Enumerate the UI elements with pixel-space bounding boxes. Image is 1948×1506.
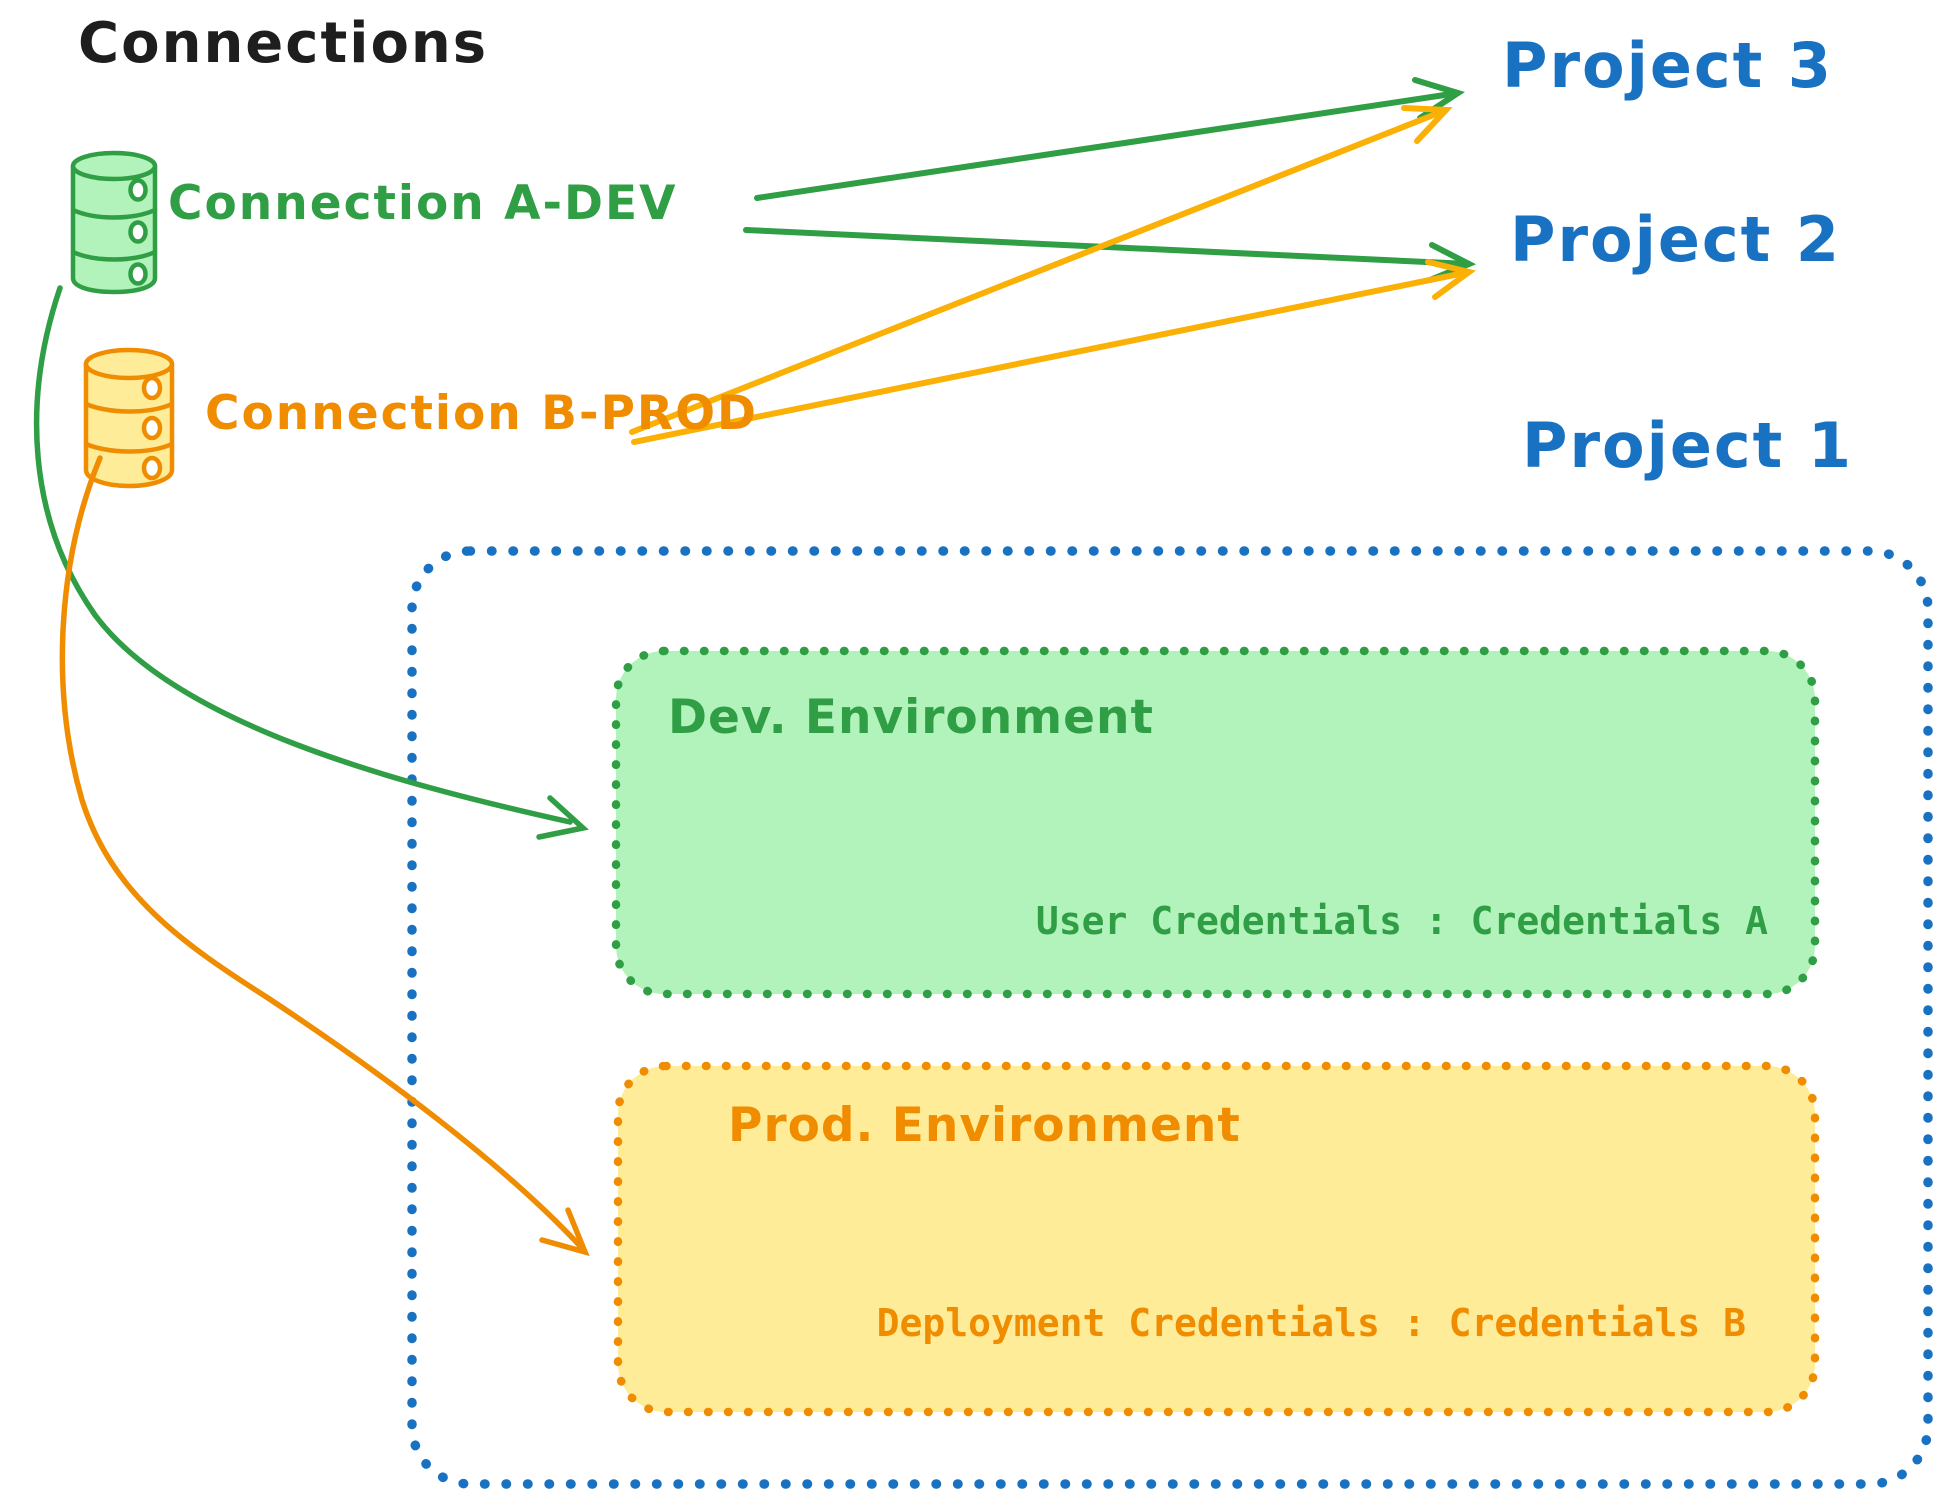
database-prod-icon bbox=[83, 347, 175, 489]
connection-b-prod-label: Connection B-PROD bbox=[205, 386, 759, 441]
arrow-bprod-prodenv bbox=[59, 455, 590, 1257]
arrow-bprod-project3 bbox=[629, 105, 1453, 435]
dev-environment-title: Dev. Environment bbox=[668, 690, 1154, 745]
diagram-title: Connections bbox=[78, 11, 489, 76]
arrow-adev-devenv bbox=[33, 285, 589, 840]
arrow-adev-project2 bbox=[743, 227, 1477, 283]
connection-a-dev-label: Connection A-DEV bbox=[168, 176, 678, 231]
prod-credentials-text: Deployment Credentials : Credentials B bbox=[876, 1301, 1746, 1345]
arrow-adev-project3 bbox=[754, 77, 1466, 201]
project-3-label: Project 3 bbox=[1502, 29, 1834, 102]
prod-environment-title: Prod. Environment bbox=[728, 1098, 1241, 1153]
project1-box bbox=[407, 546, 1933, 1489]
project-1-label: Project 1 bbox=[1522, 409, 1854, 482]
arrow-bprod-project2 bbox=[631, 259, 1476, 445]
project-2-label: Project 2 bbox=[1510, 203, 1842, 276]
dev-credentials-text: User Credentials : Credentials A bbox=[1035, 899, 1768, 943]
dev-environment-box bbox=[611, 646, 1820, 999]
prod-environment-box bbox=[613, 1061, 1820, 1417]
database-dev-icon bbox=[70, 150, 158, 295]
